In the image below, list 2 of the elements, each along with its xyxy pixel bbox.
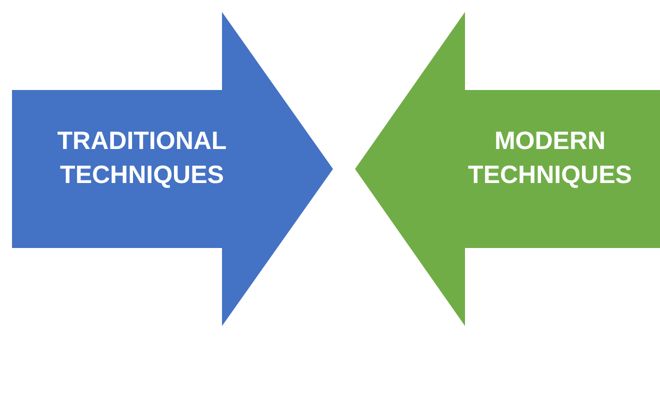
arrow-label: MODERN TECHNIQUES (467, 126, 633, 191)
arrow-label: TRADITIONAL TECHNIQUES (56, 126, 228, 191)
